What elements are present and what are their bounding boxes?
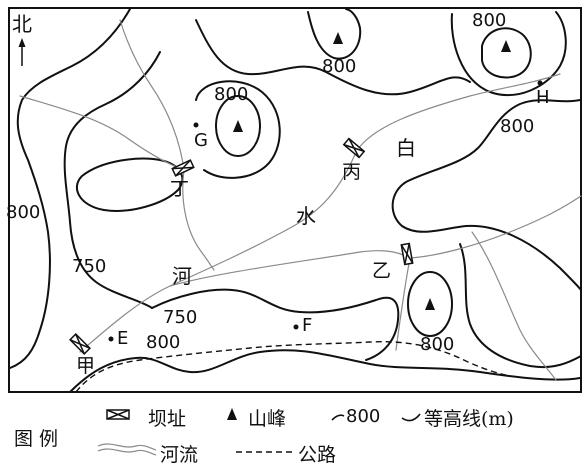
dam-site-bing-icon: [342, 137, 366, 159]
river-main: [79, 73, 561, 353]
contour-750-left: [63, 51, 161, 309]
contour-label: 750: [163, 307, 198, 328]
legend-river-icon: [97, 443, 157, 456]
legend-contour-line-icon: [331, 413, 421, 422]
dam-label-yi: 乙: [372, 260, 392, 282]
dam-site-ding-icon: [171, 159, 195, 177]
point-label-h: H: [536, 87, 550, 108]
river-branch-south: [471, 231, 557, 381]
contour-750-around-g: [195, 80, 281, 179]
legend-road-label: 公路: [298, 444, 337, 466]
contour-label: 800: [420, 334, 455, 355]
map-frame: [8, 7, 582, 393]
contour-800-upper-ridge: [195, 19, 471, 96]
contour-label: 800: [322, 56, 357, 77]
legend-dam-site-icon: [106, 409, 130, 420]
river-branch-nw: [19, 95, 185, 171]
contour-800-top-center: [307, 8, 362, 60]
river-name-char: 河: [172, 264, 192, 288]
contour-800-peak-g: [215, 95, 261, 157]
point-label-g: G: [194, 130, 208, 151]
point-e-dot: [108, 336, 114, 342]
dam-label-bing: 丙: [342, 161, 362, 183]
legend-dam-label: 坝址: [148, 408, 187, 430]
contour-label: 800: [6, 202, 41, 223]
legend-title: 图 例: [14, 428, 59, 450]
contour-label: 800: [500, 116, 535, 137]
legend-river-label: 河流: [160, 444, 199, 466]
river-branch-south2: [395, 257, 411, 351]
river-branch-north-ding: [119, 19, 185, 171]
point-label-e: E: [117, 328, 129, 349]
legend-peak-label: 山峰: [248, 408, 287, 430]
legend-mountain-peak-icon: [227, 408, 237, 420]
mountain-peak-icon: [233, 32, 511, 310]
contour-label: 800: [214, 84, 249, 105]
dam-site-jia-icon: [69, 333, 91, 355]
point-h-dot: [537, 80, 543, 86]
contour-label: 800: [472, 10, 507, 31]
contour-label: 800: [146, 332, 181, 353]
north-label: 北: [12, 12, 32, 36]
legend-contour-value: 800: [346, 406, 381, 427]
contour-800-right-upper: [391, 99, 582, 291]
river-name-char: 水: [296, 204, 316, 228]
contour-750-bottom-right: [459, 243, 582, 368]
contour-750-top-right: [450, 11, 567, 97]
dam-label-jia: 甲: [76, 355, 96, 377]
contour-800-lower-right-peak: [407, 271, 453, 337]
road: [75, 340, 511, 393]
contour-800-top-right: [481, 27, 532, 79]
river-name-char: 白: [396, 136, 416, 160]
dam-site-yi-icon: [400, 242, 414, 266]
north-arrow-icon: [18, 38, 26, 66]
dam-label-ding: 丁: [170, 178, 190, 200]
legend-contour-label: 等高线(m): [424, 408, 514, 430]
river-branch-ding: [182, 169, 215, 271]
contour-800-bottom: [69, 349, 581, 393]
point-g-dot: [193, 122, 199, 128]
contour-800-left-blob: [76, 157, 184, 212]
contour-800-outer-left: [9, 8, 131, 369]
contour-750-f-region: [151, 288, 400, 361]
contour-label: 750: [72, 256, 107, 277]
point-label-f: F: [302, 315, 313, 336]
point-f-dot: [293, 324, 299, 330]
